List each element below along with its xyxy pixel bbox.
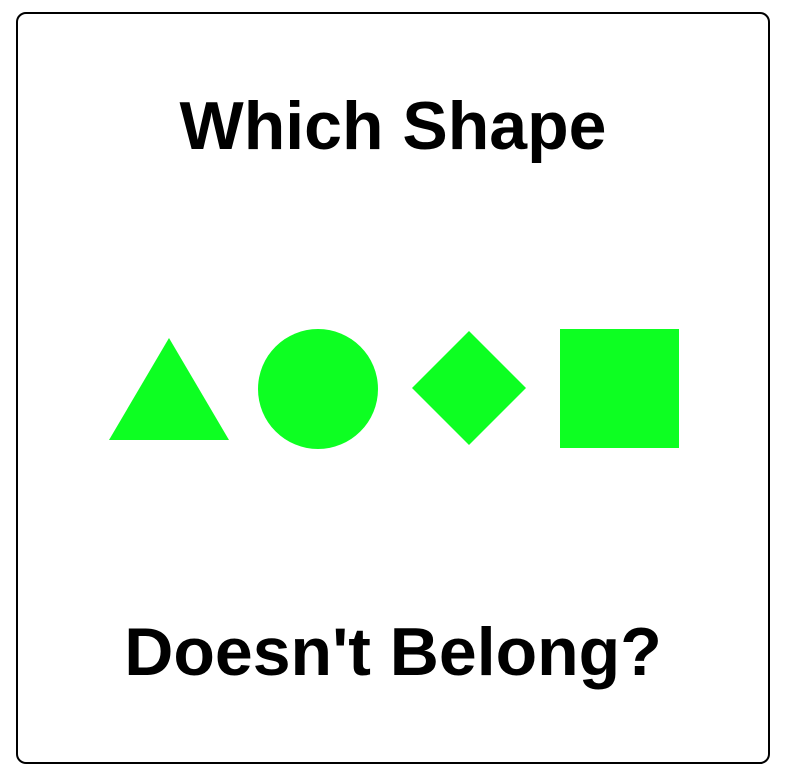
square-shape xyxy=(560,329,679,448)
title-line-1: Which Shape xyxy=(179,88,607,164)
title-line-2: Doesn't Belong? xyxy=(124,614,662,690)
circle-shape xyxy=(258,329,378,449)
shapes-row xyxy=(109,329,679,449)
triangle-shape xyxy=(109,338,229,440)
puzzle-card: Which Shape Doesn't Belong? xyxy=(16,12,770,764)
diamond-shape xyxy=(412,331,526,445)
